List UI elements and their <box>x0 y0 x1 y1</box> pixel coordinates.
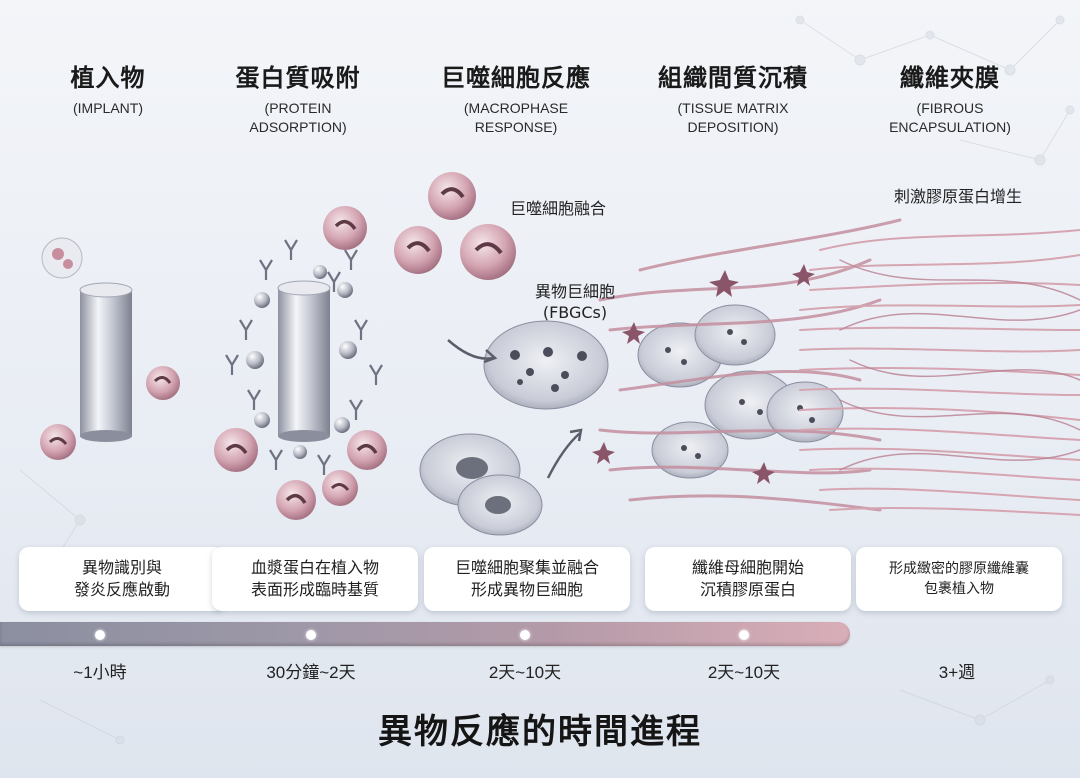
time-label: 2天~10天 <box>707 663 781 682</box>
stage-description-box: 異物識別與 發炎反應啟動 <box>19 547 225 611</box>
stage-description-box: 纖維母細胞開始 沉積膠原蛋白 <box>645 547 851 611</box>
macrophage-cells <box>394 172 516 280</box>
timeline-marker <box>306 630 316 640</box>
stage-title: 植入物 <box>70 64 146 92</box>
stage-subtitle: (FIBROUS ENCAPSULATION) <box>889 100 1011 135</box>
stage-header-implant: 植入物 (IMPLANT) <box>8 58 208 118</box>
aggregating-cells <box>419 433 543 536</box>
stage1-cells <box>40 237 180 460</box>
timeline-marker <box>520 630 530 640</box>
time-label: 30分鐘~2天 <box>266 663 356 682</box>
timeline-marker <box>95 630 105 640</box>
stage-subtitle: (MACROPHASE RESPONSE) <box>463 100 569 135</box>
giant-cell <box>483 320 609 410</box>
stage-subtitle: (PROTEIN ADSORPTION) <box>249 100 347 135</box>
stage2-cells <box>214 206 387 520</box>
stage-description: 巨噬細胞聚集並融合 形成異物巨細胞 <box>454 558 599 599</box>
stage-header-fibrous-encapsulation: 纖維夾膜 (FIBROUS ENCAPSULATION) <box>850 58 1050 137</box>
stage-title: 組織間質沉積 <box>658 64 808 92</box>
time-label: 3+週 <box>938 663 976 682</box>
main-title: 異物反應的時間進程 <box>378 712 702 752</box>
implant-with-proteins <box>225 239 383 475</box>
time-label: 2天~10天 <box>488 663 562 682</box>
stage-title: 巨噬細胞反應 <box>441 64 591 92</box>
stage-header-tissue-matrix: 組織間質沉積 (TISSUE MATRIX DEPOSITION) <box>633 58 833 137</box>
time-label: ~1小時 <box>73 663 127 682</box>
stage-description-box: 形成緻密的膠原纖維囊 包裹植入物 <box>856 547 1062 611</box>
timeline-marker <box>739 630 749 640</box>
stage-description: 纖維母細胞開始 沉積膠原蛋白 <box>691 558 804 599</box>
stage-description: 形成緻密的膠原纖維囊 包裹植入物 <box>889 561 1029 597</box>
stage-description: 血漿蛋白在植入物 表面形成臨時基質 <box>250 558 379 599</box>
implant-cylinder <box>79 282 133 442</box>
stage-subtitle: (IMPLANT) <box>73 100 143 116</box>
annotation-macrophage-fusion: 巨噬細胞融合 <box>509 199 606 218</box>
fibroblast-cells <box>637 304 844 479</box>
stage-title: 蛋白質吸附 <box>235 64 361 92</box>
fibroblast-stars <box>592 264 815 484</box>
annotation-fbgc: 異物巨細胞 (FBGCs) <box>534 282 615 322</box>
stage-description-box: 巨噬細胞聚集並融合 形成異物巨細胞 <box>424 547 630 611</box>
process-arrows <box>447 339 583 479</box>
stage-header-macrophage-response: 巨噬細胞反應 (MACROPHASE RESPONSE) <box>416 58 616 137</box>
collagen-fibers <box>598 218 1080 516</box>
stage-description: 異物識別與 發炎反應啟動 <box>73 558 170 599</box>
stage-subtitle: (TISSUE MATRIX DEPOSITION) <box>677 100 789 135</box>
stage-header-protein-adsorption: 蛋白質吸附 (PROTEIN ADSORPTION) <box>198 58 398 137</box>
stage-title: 纖維夾膜 <box>900 64 1000 92</box>
stage-description-box: 血漿蛋白在植入物 表面形成臨時基質 <box>212 547 418 611</box>
annotation-collagen-stimulation: 刺激膠原蛋白增生 <box>893 187 1022 206</box>
timeline-bar <box>0 622 850 646</box>
